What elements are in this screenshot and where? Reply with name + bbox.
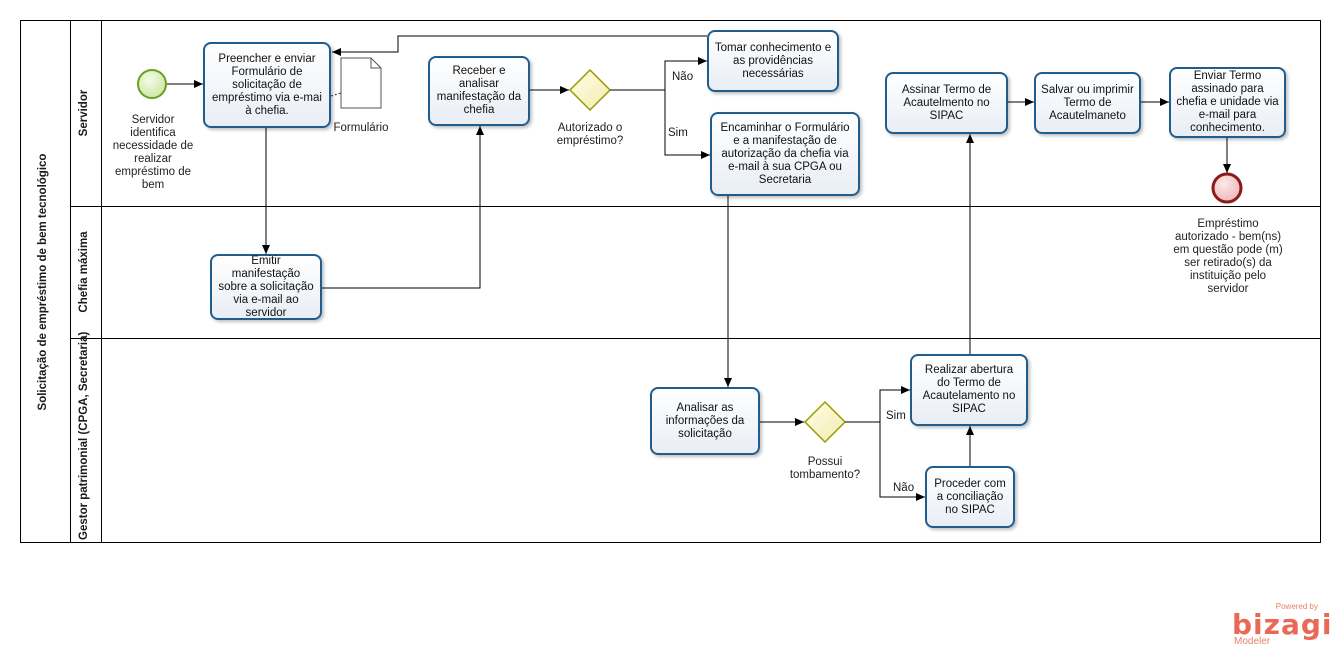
flow-tomar-preencher <box>332 35 707 56</box>
task-enviar-termo[interactable]: Enviar Termo assinado para chefia e unid… <box>1169 67 1286 138</box>
logo-brand: bizagi <box>1232 608 1333 641</box>
logo-modeler: Modeler <box>1234 636 1271 647</box>
task-analisar-informacoes[interactable]: Analisar as informações da solicitação <box>650 387 760 455</box>
gateway-possui <box>803 400 847 444</box>
task-receber-analisar[interactable]: Receber e analisar manifestação da chefi… <box>428 56 530 126</box>
lane-title-chefia: Chefia máxima <box>78 231 90 313</box>
lane-title-servidor: Servidor <box>78 89 90 137</box>
edge-label-nao-1: Não <box>672 71 694 83</box>
task-encaminhar-formulario[interactable]: Encaminhar o Formulário e a manifestação… <box>710 112 860 196</box>
formulario-document <box>340 57 382 109</box>
logo-powered-by: Powered by <box>1275 602 1318 611</box>
flow-gateway2-proceder <box>845 421 925 501</box>
start-event-label: Servidor identifica necessidade de reali… <box>112 114 194 191</box>
formulario-label: Formulário <box>333 122 389 134</box>
edge-label-nao-2: Não <box>893 482 915 494</box>
task-realizar-abertura[interactable]: Realizar abertura do Termo de Acautelame… <box>910 354 1028 426</box>
task-assinar-termo[interactable]: Assinar Termo de Acautelmento no SIPAC <box>885 72 1008 134</box>
gateway-autorizado-label: Autorizado o empréstimo? <box>556 122 624 147</box>
bizagi-logo: Powered by bizagi Modeler <box>1232 602 1331 648</box>
gateway-autorizado <box>568 68 612 112</box>
start-event <box>137 69 167 99</box>
association-formulario <box>330 92 342 97</box>
end-event <box>1211 172 1243 204</box>
gateway-possui-label: Possui tombamento? <box>789 456 861 481</box>
task-emitir-manifestacao[interactable]: Emitir manifestação sobre a solicitação … <box>210 254 322 320</box>
edge-label-sim-2: Sim <box>886 410 906 422</box>
task-tomar-conhecimento[interactable]: Tomar conhecimento e as providências nec… <box>707 30 839 92</box>
end-event-label: Empréstimo autorizado - bem(ns) em quest… <box>1173 218 1283 295</box>
task-salvar-imprimir[interactable]: Salvar ou imprimir Termo de Acautelmanet… <box>1034 72 1141 134</box>
edge-label-sim-1: Sim <box>668 127 688 139</box>
flow-emitir-receber <box>322 126 484 289</box>
pool-title: Solicitação de empréstimo de bem tecnoló… <box>37 153 49 411</box>
flow-gateway-encaminhar <box>610 89 710 159</box>
pool-border <box>20 20 1321 543</box>
task-preencher-formulario[interactable]: Preencher e enviar Formulário de solicit… <box>203 42 331 128</box>
task-proceder-conciliacao[interactable]: Proceder com a conciliação no SIPAC <box>925 466 1015 528</box>
lane-title-gestor: Gestor patrimonial (CPGA, Secretaria) <box>78 331 90 540</box>
